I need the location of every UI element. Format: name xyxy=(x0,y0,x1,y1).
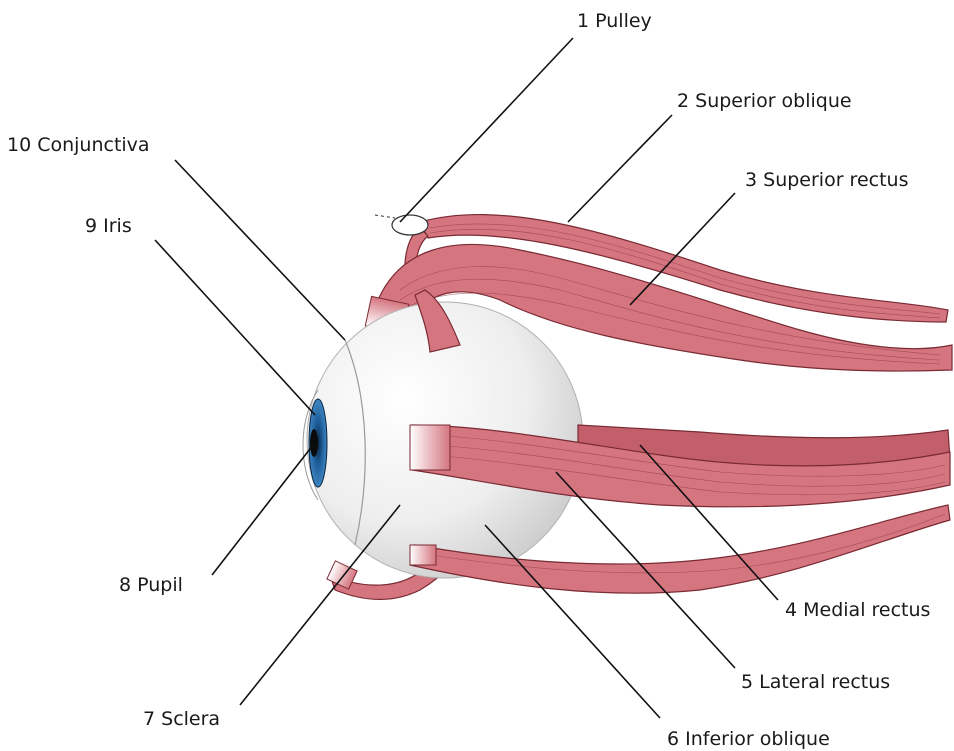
pulley xyxy=(375,215,428,235)
label-medial-rectus: 4 Medial rectus xyxy=(785,599,930,621)
label-superior-oblique: 2 Superior oblique xyxy=(677,90,852,112)
leader-superior-oblique xyxy=(568,115,672,222)
leader-pulley xyxy=(400,38,573,222)
leader-iris xyxy=(155,240,315,415)
label-sclera: 7 Sclera xyxy=(143,708,220,730)
leader-sclera xyxy=(240,505,400,705)
label-inferior-oblique: 6 Inferior oblique xyxy=(667,728,830,750)
leader-pupil xyxy=(212,445,313,575)
label-pupil: 8 Pupil xyxy=(119,574,183,596)
label-iris: 9 Iris xyxy=(85,215,132,237)
label-pulley: 1 Pulley xyxy=(577,10,652,32)
label-lateral-rectus: 5 Lateral rectus xyxy=(741,671,890,693)
leader-inferior-oblique xyxy=(485,525,660,718)
label-conjunctiva: 10 Conjunctiva xyxy=(7,134,150,156)
leader-conjunctiva xyxy=(175,160,345,340)
label-superior-rectus: 3 Superior rectus xyxy=(745,169,908,191)
